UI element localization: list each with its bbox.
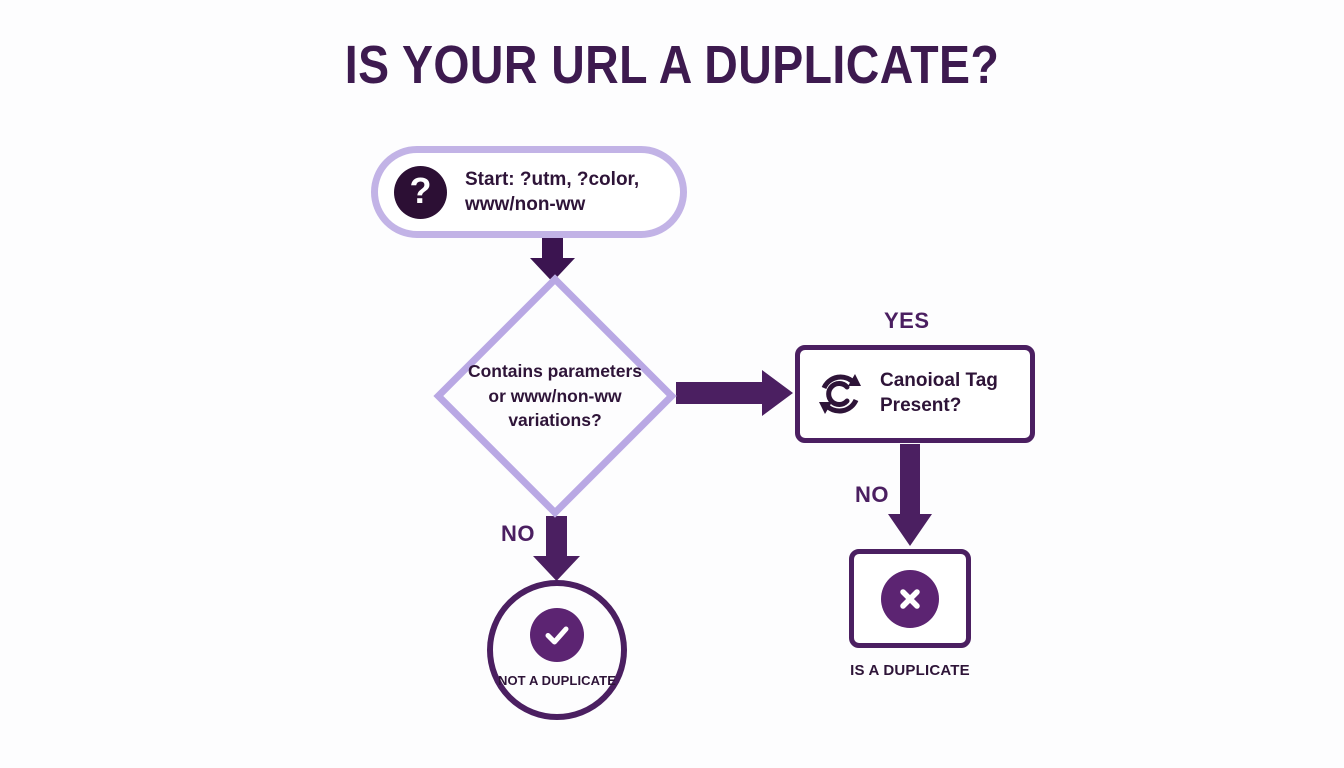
node-canonical-tag-label: Canoioal Tag Present? [880,369,998,418]
node-is-a-duplicate[interactable] [849,549,971,648]
edge-label-no-canonical: NO [855,482,889,507]
arrow-decision-to-canonical [676,370,793,416]
check-mark-glyph [545,626,569,645]
node-canonical-tag[interactable]: Canoioal Tag Present? [795,345,1035,443]
node-canonical-line1: Canoioal Tag [880,370,998,392]
node-not-a-duplicate[interactable]: NOT A DUPLICATE [487,580,627,720]
page-title: IS YOUR URL A DUPLICATE? [344,35,1000,95]
x-circle-icon [881,569,939,628]
close-x-glyph [900,588,920,609]
node-is-a-duplicate-label: IS A DUPLICATE [850,662,970,679]
node-canonical-line2: Present? [880,395,962,416]
sync-refresh-icon [819,374,861,414]
node-decision[interactable]: Contains parameters or www/non-ww variat… [433,274,677,518]
arrow-canonical-to-is-duplicate [888,444,932,546]
node-start-label: Start: ?utm, ?color, www/non-ww [465,167,639,217]
node-is-a-duplicate-group: IS A DUPLICATE [849,549,971,679]
node-not-a-duplicate-label: NOT A DUPLICATE [497,673,616,688]
node-start-line2: www/non-ww [465,194,586,215]
check-circle-icon [530,608,584,662]
question-mark-icon: ? [394,165,447,219]
node-start-line1: Start: ?utm, ?color, [465,168,640,190]
arrow-decision-to-not-duplicate [533,516,580,581]
node-start[interactable]: ? Start: ?utm, ?color, www/non-ww [371,146,687,238]
edge-label-no-decision: NO [501,521,535,546]
node-decision-label: Contains parameters or www/non-ww variat… [467,361,643,431]
edge-label-yes: YES [884,308,930,333]
